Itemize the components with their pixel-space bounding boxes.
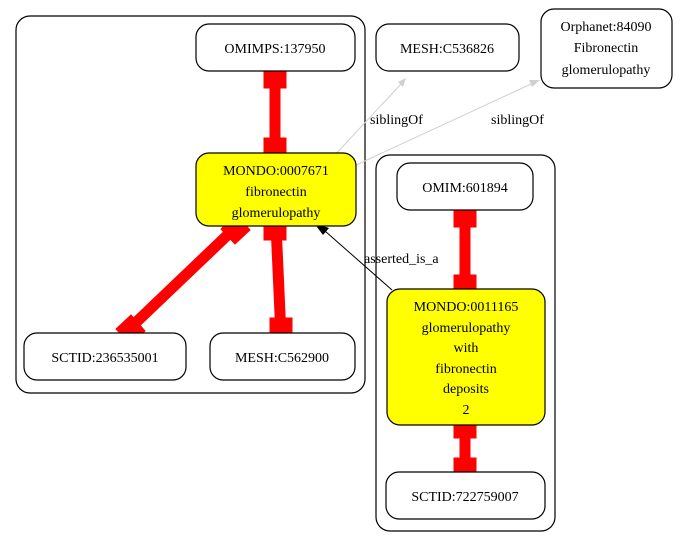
edge-label-sibling-of-mesh: siblingOf: [370, 113, 423, 128]
svg-text:glomerulopathy: glomerulopathy: [232, 206, 321, 221]
node-mondo-0007671[interactable]: MONDO:0007671 fibronectin glomerulopathy: [195, 152, 357, 227]
node-mondo-0011165[interactable]: MONDO:0011165 glomerulopathy with fibron…: [386, 288, 546, 426]
svg-text:SCTID:236535001: SCTID:236535001: [51, 351, 158, 366]
svg-text:glomerulopathy: glomerulopathy: [422, 321, 511, 336]
node-sctid-722759007[interactable]: SCTID:722759007: [385, 471, 546, 520]
svg-text:glomerulopathy: glomerulopathy: [562, 63, 651, 78]
svg-text:deposits: deposits: [443, 382, 489, 397]
node-mesh-c536826[interactable]: MESH:C536826: [375, 23, 520, 72]
svg-text:MONDO:0011165: MONDO:0011165: [414, 300, 519, 315]
svg-text:SCTID:722759007: SCTID:722759007: [411, 490, 518, 505]
edge-sibling-of-orphanet: siblingOf: [353, 80, 544, 167]
node-omimps-137950[interactable]: OMIMPS:137950: [195, 23, 356, 72]
edge-label-asserted-is-a: asserted_is_a: [364, 252, 439, 267]
svg-text:with: with: [454, 341, 479, 356]
svg-text:Orphanet:84090: Orphanet:84090: [561, 20, 652, 35]
edge-sibling-of-mesh: siblingOf: [331, 78, 423, 159]
edge-label-sibling-of-orphanet: siblingOf: [491, 113, 544, 128]
svg-text:MESH:C536826: MESH:C536826: [400, 42, 494, 57]
svg-text:MESH:C562900: MESH:C562900: [235, 351, 329, 366]
node-sctid-236535001[interactable]: SCTID:236535001: [23, 332, 187, 381]
svg-text:OMIM:601894: OMIM:601894: [422, 181, 508, 196]
svg-text:2: 2: [463, 403, 470, 418]
node-mesh-c562900[interactable]: MESH:C562900: [209, 332, 356, 381]
svg-text:fibronectin: fibronectin: [435, 362, 496, 377]
svg-text:MONDO:0007671: MONDO:0007671: [223, 164, 329, 179]
node-orphanet-84090[interactable]: Orphanet:84090 Fibronectin glomerulopath…: [540, 8, 673, 89]
svg-text:OMIMPS:137950: OMIMPS:137950: [224, 42, 325, 57]
svg-text:Fibronectin: Fibronectin: [574, 41, 639, 56]
svg-text:fibronectin: fibronectin: [245, 185, 306, 200]
node-omim-601894[interactable]: OMIM:601894: [396, 162, 534, 211]
